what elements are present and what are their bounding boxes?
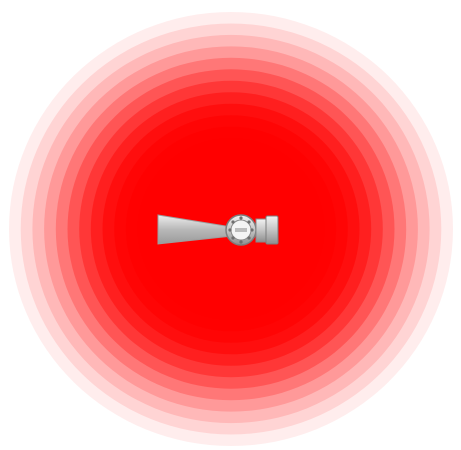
signal-heatmap-view [0, 0, 461, 450]
signal-strength-heatmap [0, 0, 461, 450]
